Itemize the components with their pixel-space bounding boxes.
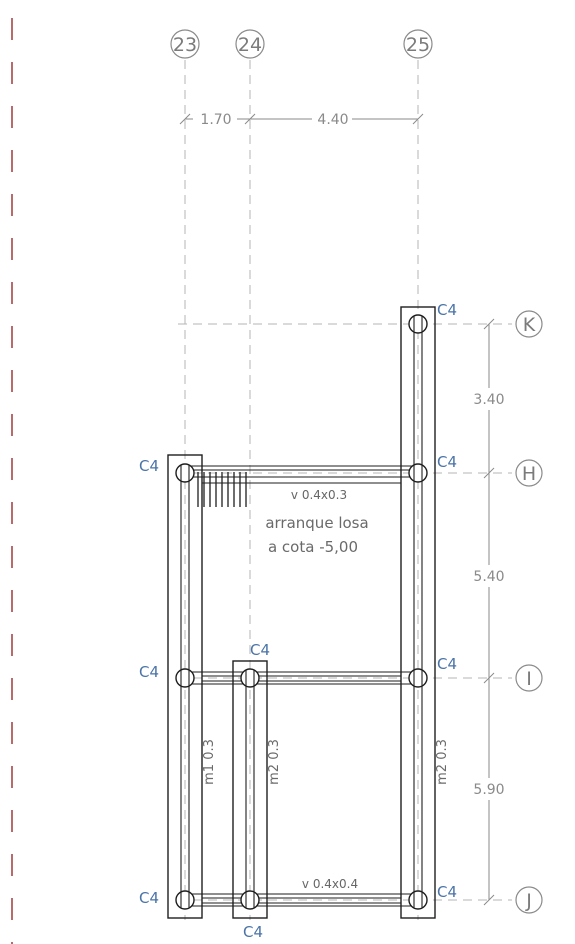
slab-hatch — [197, 472, 247, 507]
axis-bubble-i: I — [515, 664, 543, 692]
dimension-chain-top: 1.70 4.40 — [179, 112, 424, 128]
axis-bubble-24: 24 — [235, 29, 265, 59]
svg-text:23: 23 — [173, 34, 197, 56]
column-24-j — [240, 890, 260, 910]
strip-footing-left — [167, 454, 203, 919]
svg-text:I: I — [526, 668, 532, 690]
wall-label-right: m2 0.3 — [435, 739, 450, 785]
wall-right — [413, 324, 423, 900]
axis-bubble-25: 25 — [403, 29, 433, 59]
dimension-5-90: 5.90 — [473, 782, 504, 798]
column-25-k — [408, 314, 428, 334]
svg-text:H: H — [522, 463, 536, 485]
dimension-3-40: 3.40 — [473, 392, 504, 408]
column-label: C4 — [243, 923, 263, 941]
svg-text:24: 24 — [238, 34, 262, 56]
wall-label-left: m1 0.3 — [202, 739, 217, 785]
svg-text:25: 25 — [406, 34, 430, 56]
beam-label-top: v 0.4x0.3 — [291, 488, 347, 502]
dimension-4-40: 4.40 — [317, 112, 348, 128]
column-label: C4 — [250, 641, 270, 659]
column-24-i — [240, 668, 260, 688]
dimension-5-40: 5.40 — [473, 569, 504, 585]
wall-label-middle: m2 0.3 — [267, 739, 282, 785]
beam-axis-j — [185, 893, 418, 907]
axis-bubble-h: H — [515, 459, 543, 487]
column-label: C4 — [437, 883, 457, 901]
column-label: C4 — [437, 301, 457, 319]
column-label: C4 — [437, 655, 457, 673]
column-23-j — [175, 890, 195, 910]
column-label: C4 — [139, 457, 159, 475]
column-25-j — [408, 890, 428, 910]
axis-bubble-k: K — [515, 310, 543, 338]
beam-axis-i — [185, 671, 418, 685]
beam-label-bottom: v 0.4x0.4 — [302, 877, 358, 891]
svg-text:J: J — [525, 890, 532, 912]
column-23-h — [175, 463, 195, 483]
slab-note-line1: arranque losa — [265, 514, 368, 532]
column-25-i — [408, 668, 428, 688]
dimension-1-70: 1.70 — [200, 112, 231, 128]
axis-bubble-j: J — [515, 886, 543, 914]
svg-text:K: K — [523, 314, 536, 336]
wall-middle — [245, 678, 255, 900]
beam-axis-h — [185, 465, 418, 484]
axis-bubble-23: 23 — [170, 29, 200, 59]
column-23-i — [175, 668, 195, 688]
strip-footing-right — [400, 306, 436, 919]
column-25-h — [408, 463, 428, 483]
dimension-chain-right: 3.40 5.40 5.90 — [466, 318, 512, 906]
column-label: C4 — [437, 453, 457, 471]
column-label: C4 — [139, 889, 159, 907]
strip-footing-middle — [232, 660, 268, 919]
column-label: C4 — [139, 663, 159, 681]
slab-note-line2: a cota -5,00 — [268, 538, 358, 556]
